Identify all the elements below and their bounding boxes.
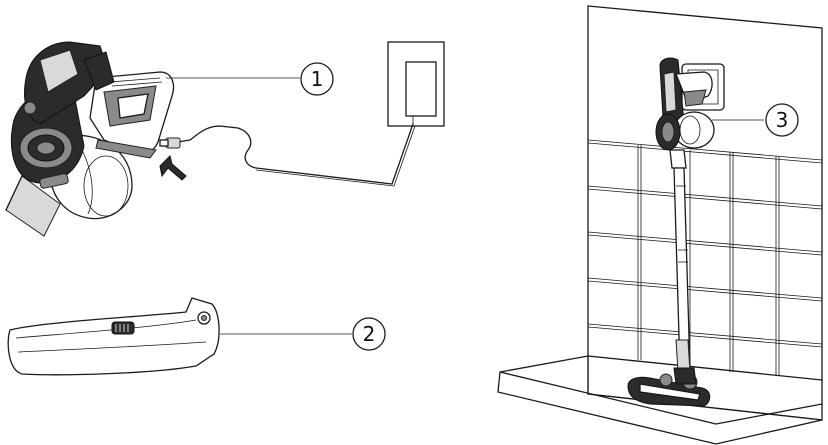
battery-pack [8, 298, 219, 375]
handheld-vacuum-unit [6, 42, 174, 236]
callout-marker-3: 3 [766, 104, 798, 136]
wall-socket-icon [388, 42, 444, 126]
callout-number-2: 2 [363, 322, 376, 346]
arrow-icon [160, 156, 186, 180]
release-button-icon [112, 322, 134, 334]
plug-icon [160, 138, 180, 148]
cyclone-rings-icon [20, 128, 72, 168]
callout-number-1: 1 [311, 67, 324, 91]
connector-icon [198, 312, 210, 324]
charger-cable [178, 124, 413, 184]
callout-marker-2: 2 [353, 318, 385, 350]
callout-marker-1: 1 [301, 63, 333, 95]
callout-number-3: 3 [776, 108, 789, 132]
